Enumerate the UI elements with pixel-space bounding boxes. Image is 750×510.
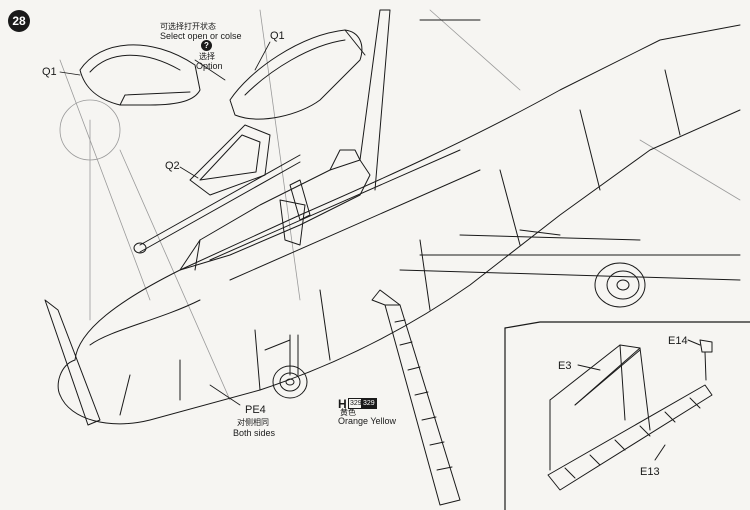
paint-name-cn: 黄色 xyxy=(340,408,356,417)
background-ghost-lines xyxy=(59,9,741,401)
boarding-ladder xyxy=(371,289,461,506)
fuselage-outline xyxy=(57,24,741,425)
paint-letter: H xyxy=(338,397,347,411)
main-wheel xyxy=(594,262,646,308)
tail-outline xyxy=(359,9,481,191)
part-q2-label: Q2 xyxy=(165,160,180,172)
part-e14-label: E14 xyxy=(668,335,688,347)
pe4-note-cn: 对侧相同 xyxy=(237,418,269,427)
select-option-cn: 可选择打开状态 xyxy=(160,22,216,31)
part-q1-left-label: Q1 xyxy=(42,66,57,78)
canopy-q1-right xyxy=(229,29,366,120)
option-en: Option xyxy=(196,61,223,71)
select-option-en: Select open or colse xyxy=(160,31,242,41)
leader-lines xyxy=(59,41,271,406)
part-pe4-label: PE4 xyxy=(245,404,266,416)
nose-probe xyxy=(44,299,101,426)
wing-outline xyxy=(399,229,741,281)
probe-outline xyxy=(133,154,301,254)
cockpit-outline xyxy=(179,149,371,271)
inset-frame xyxy=(504,321,750,510)
inset-ladder-detail xyxy=(547,339,713,491)
paint-name-en: Orange Yellow xyxy=(338,416,397,426)
windscreen-q2 xyxy=(189,124,271,196)
nose-gear xyxy=(264,334,308,399)
part-e3-label: E3 xyxy=(558,360,572,372)
pe4-note-en: Both sides xyxy=(233,428,276,438)
option-cn: 选择 xyxy=(199,52,215,61)
canopy-q1-left xyxy=(79,44,201,106)
option-icon: ? xyxy=(201,40,212,51)
step-number-badge: 28 xyxy=(8,10,30,32)
part-e13-label: E13 xyxy=(640,466,660,478)
part-q1-right-label: Q1 xyxy=(270,30,285,42)
paint-code-b: 329 xyxy=(361,398,377,409)
